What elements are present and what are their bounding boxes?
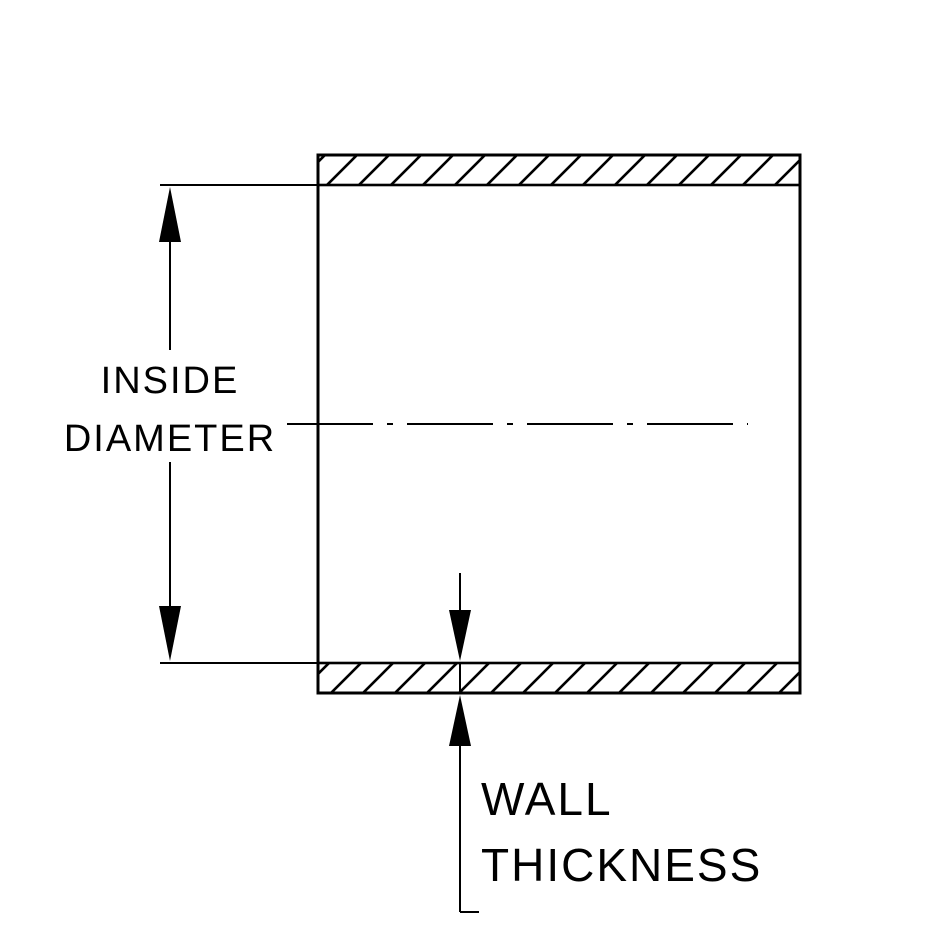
inside-diameter-dimension	[159, 184, 318, 664]
inside-diameter-label-line1: INSIDE	[100, 360, 240, 402]
arrowhead-down-icon	[159, 606, 181, 661]
bottom-wall-section-hatch	[316, 661, 802, 695]
arrowhead-down-icon	[449, 610, 471, 661]
wall-thickness-label-line2: THICKNESS	[481, 839, 763, 891]
inside-diameter-label: INSIDE DIAMETER	[60, 352, 280, 468]
inside-diameter-label-line2: DIAMETER	[63, 418, 277, 460]
wall-thickness-label-line1: WALL	[481, 773, 613, 825]
top-wall-section-hatch	[316, 153, 802, 187]
arrowhead-up-icon	[159, 187, 181, 242]
arrowhead-up-icon	[449, 695, 471, 746]
wall-thickness-dimension	[449, 573, 479, 913]
